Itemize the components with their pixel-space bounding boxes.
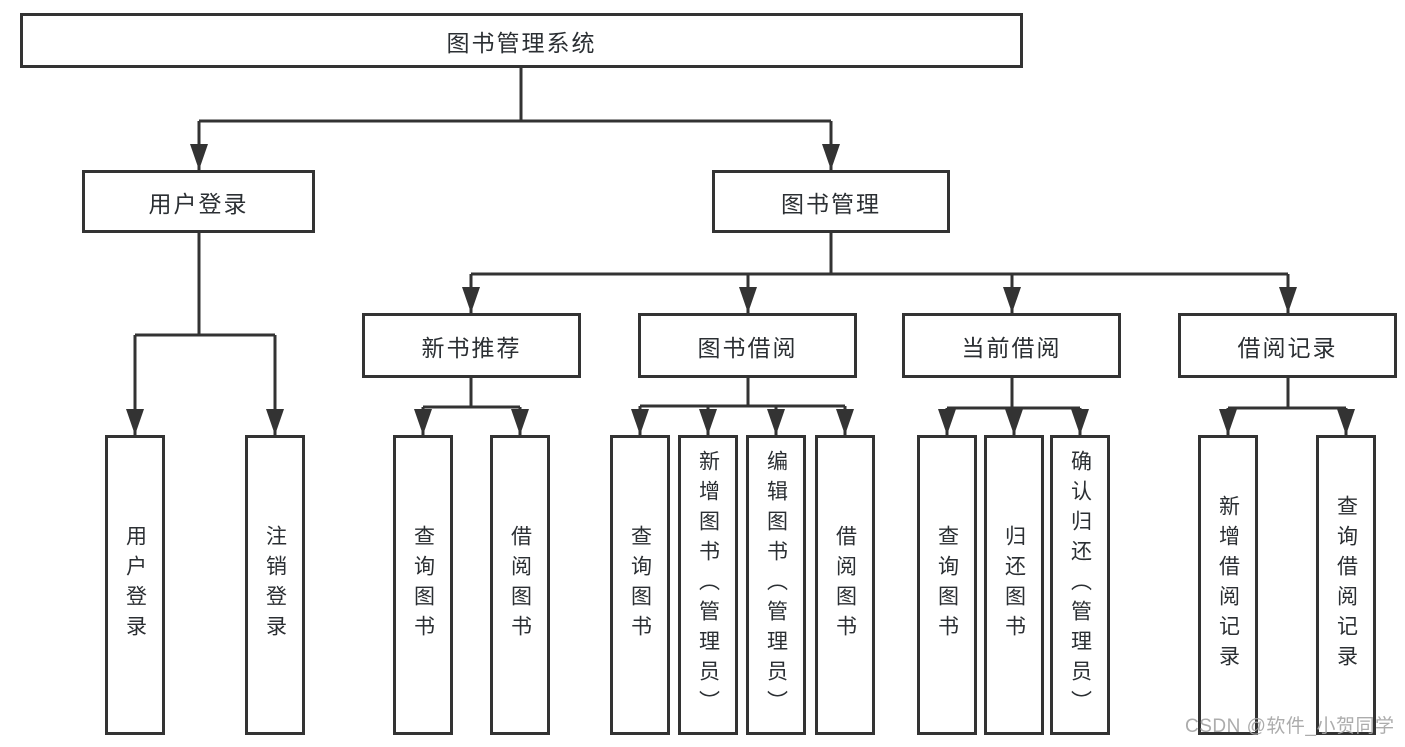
leaf-add-borrow-record: 新增借阅记录 xyxy=(1198,435,1258,735)
leaf-user-login: 用户登录 xyxy=(105,435,165,735)
csdn-watermark: CSDN @软件_小贺同学 xyxy=(1185,716,1395,737)
node-user-login: 用户登录 xyxy=(82,170,315,233)
leaf-query-books-borrowing: 查询图书 xyxy=(610,435,670,735)
leaf-query-borrow-record: 查询借阅记录 xyxy=(1316,435,1376,735)
leaf-confirm-return-admin: 确认归还（管理员） xyxy=(1050,435,1110,735)
leaf-edit-books-admin: 编辑图书（管理员） xyxy=(746,435,806,735)
leaf-borrow-books-borrowing: 借阅图书 xyxy=(815,435,875,735)
leaf-query-books-current: 查询图书 xyxy=(917,435,977,735)
node-book-borrowing: 图书借阅 xyxy=(638,313,857,378)
node-book-management: 图书管理 xyxy=(712,170,950,233)
leaf-query-books-recommend: 查询图书 xyxy=(393,435,453,735)
node-borrowing-records: 借阅记录 xyxy=(1178,313,1397,378)
node-library-management-system: 图书管理系统 xyxy=(20,13,1023,68)
leaf-borrow-books-recommend: 借阅图书 xyxy=(490,435,550,735)
leaf-logout: 注销登录 xyxy=(245,435,305,735)
node-new-book-recommend: 新书推荐 xyxy=(362,313,581,378)
leaf-return-books: 归还图书 xyxy=(984,435,1044,735)
leaf-add-books-admin: 新增图书（管理员） xyxy=(678,435,738,735)
node-current-borrowing: 当前借阅 xyxy=(902,313,1121,378)
